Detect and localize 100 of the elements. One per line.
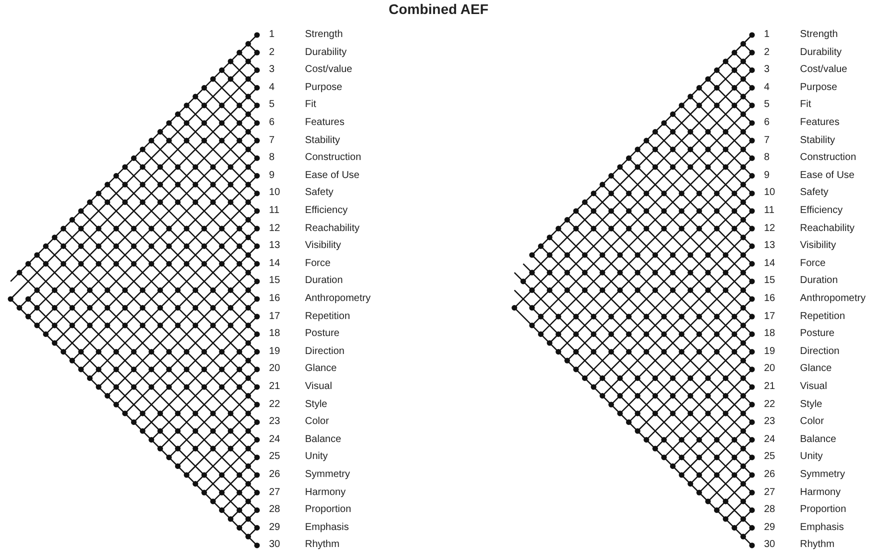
item-number: 5 — [269, 99, 275, 112]
item-name: Harmony — [800, 486, 841, 499]
item-name: Rhythm — [305, 539, 340, 552]
item-name: Symmetry — [800, 469, 845, 481]
item-name: Features — [305, 117, 344, 129]
item-number: 14 — [764, 258, 776, 270]
item-number: 8 — [764, 152, 770, 164]
item-name: Force — [305, 258, 331, 270]
item-number: 21 — [269, 381, 280, 393]
item-name: Ease of Use — [305, 170, 360, 182]
item-name: Ease of Use — [800, 170, 854, 182]
item-number: 1 — [764, 29, 770, 41]
item-number: 19 — [269, 346, 280, 358]
item-number: 27 — [764, 486, 776, 499]
item-number: 23 — [269, 416, 280, 428]
item-number: 25 — [764, 451, 776, 464]
chart-title: Combined AEF — [388, 1, 490, 17]
item-name: Color — [305, 416, 329, 428]
item-number: 13 — [764, 240, 776, 252]
item-number: 18 — [269, 328, 280, 340]
item-number: 19 — [764, 346, 776, 358]
item-name: Features — [800, 117, 840, 129]
item-number: 28 — [269, 504, 280, 516]
item-name: Balance — [305, 434, 342, 446]
item-name: Anthropometry — [800, 293, 866, 305]
item-number: 27 — [269, 486, 280, 499]
item-name: Efficiency — [800, 205, 843, 217]
item-name: Safety — [800, 187, 828, 200]
item-number: 6 — [269, 117, 275, 129]
item-number: 12 — [764, 222, 776, 235]
item-number: 10 — [269, 187, 280, 200]
item-name: Stability — [800, 134, 836, 147]
item-number: 11 — [269, 205, 280, 217]
item-number: 20 — [269, 363, 280, 376]
item-number: 22 — [269, 398, 280, 411]
item-name: Force — [800, 258, 826, 270]
item-name: Color — [800, 416, 824, 428]
item-number: 7 — [764, 134, 770, 147]
item-number: 9 — [269, 170, 275, 182]
item-number: 9 — [764, 170, 770, 182]
item-number: 23 — [764, 416, 776, 428]
item-name: Efficiency — [305, 205, 348, 217]
item-number: 3 — [269, 64, 275, 76]
item-number: 17 — [764, 310, 776, 323]
item-name: Style — [305, 398, 328, 411]
item-number: 24 — [764, 434, 776, 446]
item-name: Posture — [305, 328, 340, 340]
item-number: 4 — [764, 82, 770, 94]
item-number: 16 — [269, 293, 280, 305]
item-number: 3 — [764, 64, 770, 76]
item-number: 22 — [764, 398, 776, 411]
item-name: Emphasis — [800, 522, 844, 534]
item-number: 1 — [269, 29, 275, 41]
item-number: 24 — [269, 434, 280, 446]
item-name: Unity — [305, 451, 328, 464]
item-number: 21 — [764, 381, 776, 393]
item-number: 29 — [269, 522, 280, 534]
item-name: Cost/value — [800, 64, 848, 76]
item-name: Purpose — [305, 82, 342, 94]
item-number: 17 — [269, 310, 280, 323]
item-number: 25 — [269, 451, 280, 464]
item-number: 29 — [764, 522, 776, 534]
item-number: 2 — [764, 46, 770, 59]
item-name: Construction — [305, 152, 362, 164]
item-number: 28 — [764, 504, 776, 516]
item-name: Fit — [800, 99, 812, 112]
item-name: Fit — [305, 99, 316, 112]
item-number: 2 — [269, 46, 275, 59]
item-name: Glance — [800, 363, 832, 376]
item-name: Purpose — [800, 82, 838, 94]
item-name: Construction — [800, 152, 856, 164]
item-name: Strength — [305, 29, 343, 41]
item-name: Durability — [305, 46, 347, 59]
item-number: 13 — [269, 240, 280, 252]
item-name: Symmetry — [305, 469, 350, 481]
item-name: Repetition — [305, 310, 350, 323]
item-name: Proportion — [305, 504, 352, 516]
item-number: 11 — [764, 205, 774, 217]
item-name: Duration — [800, 275, 838, 288]
item-number: 18 — [764, 328, 776, 340]
item-number: 20 — [764, 363, 776, 376]
item-name: Duration — [305, 275, 343, 288]
item-name: Cost/value — [305, 64, 352, 76]
item-number: 10 — [764, 187, 776, 200]
item-name: Visibility — [305, 240, 341, 252]
item-number: 15 — [269, 275, 280, 288]
item-number: 4 — [269, 82, 275, 94]
item-name: Style — [800, 398, 822, 411]
item-name: Visibility — [800, 240, 836, 252]
item-name: Direction — [800, 346, 840, 358]
item-name: Reachability — [800, 222, 854, 235]
item-name: Durability — [800, 46, 842, 59]
item-name: Glance — [305, 363, 337, 376]
item-name: Reachability — [305, 222, 360, 235]
item-number: 16 — [764, 293, 776, 305]
item-number: 26 — [764, 469, 776, 481]
item-name: Safety — [305, 187, 334, 200]
item-name: Rhythm — [800, 539, 834, 552]
item-name: Stability — [305, 134, 340, 147]
item-number: 8 — [269, 152, 275, 164]
